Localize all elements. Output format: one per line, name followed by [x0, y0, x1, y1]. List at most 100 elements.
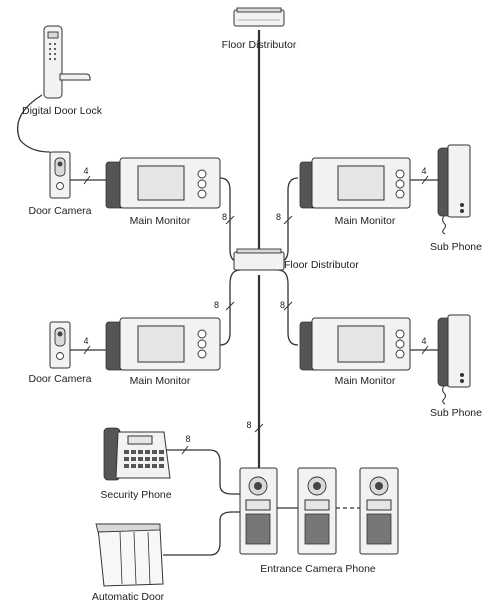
main-monitor-1: 8 Main Monitor	[105, 157, 227, 227]
sub-phone-1-cord	[442, 215, 446, 235]
security-phone-keypad	[124, 450, 164, 468]
floor-distributor-top-label: Floor Distributor	[222, 39, 297, 51]
main-monitor-4-button-1	[395, 329, 405, 339]
tick-sub-phone-2	[421, 345, 429, 355]
tick-monitor-2	[283, 215, 293, 225]
digital-door-lock-label: Digital Door Lock	[22, 105, 103, 117]
tick-door-camera-2	[83, 345, 91, 355]
security-phone-wires: 8	[185, 434, 190, 444]
security-phone-display	[127, 435, 153, 445]
security-phone-label: Security Phone	[100, 489, 171, 501]
main-monitor-2-screen	[337, 165, 385, 201]
door-lock-body	[43, 25, 63, 99]
automatic-door-frame	[97, 527, 164, 587]
entrance-panel-3	[359, 467, 399, 555]
door-camera-2-call-button	[56, 352, 64, 360]
entrance-panel-1-keypad	[245, 513, 271, 545]
floor-distributor-mid-box	[233, 251, 285, 271]
door-lock-display	[47, 31, 59, 39]
floor-distributor-mid: Floor Distributor	[233, 248, 359, 271]
door-camera-2: 4 Door Camera	[28, 321, 92, 385]
main-monitor-1-screen	[137, 165, 185, 201]
main-monitor-2: 8 Main Monitor	[276, 157, 411, 227]
entrance-panel-3-display	[366, 499, 392, 511]
sub-phone-1-button-1	[460, 203, 464, 207]
main-monitor-3-screen	[137, 325, 185, 363]
entrance-panel-2	[297, 467, 337, 555]
floor-distributor-top: Floor Distributor	[222, 7, 297, 51]
main-monitor-3-button-1	[197, 329, 207, 339]
main-monitor-4-label: Main Monitor	[335, 375, 396, 387]
main-monitor-2-button-2	[395, 179, 405, 189]
sub-phone-1-body	[447, 144, 471, 218]
main-monitor-4-screen	[337, 325, 385, 363]
wiring	[16, 30, 440, 556]
entrance-panel-3-keypad	[366, 513, 392, 545]
tick-sub-phone-1	[421, 175, 429, 185]
wire-door-lock	[16, 94, 51, 153]
door-camera-1-call-button	[56, 182, 64, 190]
door-camera-1-lens-plate	[54, 157, 66, 177]
door-camera-1-lens	[57, 161, 63, 167]
door-lock-handle	[59, 73, 91, 81]
automatic-door-panel-3	[147, 531, 151, 585]
entrance-camera-phone-label: Entrance Camera Phone	[260, 563, 376, 575]
main-monitor-3-button-3	[197, 349, 207, 359]
sub-phone-1-button-2	[460, 209, 464, 213]
main-monitor-2-label: Main Monitor	[335, 215, 396, 227]
floor-distributor-top-lid	[236, 7, 282, 13]
sub-phone-2-body	[447, 314, 471, 388]
sub-phone-2-cord	[442, 385, 446, 405]
wire-automatic-door	[163, 511, 240, 556]
main-monitor-1-button-2	[197, 179, 207, 189]
door-camera-2-lens-plate	[54, 327, 66, 347]
entrance-panel-1	[239, 467, 278, 555]
automatic-door: Automatic Door	[92, 523, 165, 603]
main-monitor-1-button-3	[197, 189, 207, 199]
tick-entrance-bus	[254, 423, 264, 433]
wire-security-phone	[165, 449, 240, 495]
door-camera-2-wires: 4	[83, 336, 88, 346]
floor-distributor-mid-lid	[236, 248, 282, 254]
door-camera-2-lens	[57, 331, 63, 337]
automatic-door-header	[95, 523, 161, 533]
main-monitor-2-button-3	[395, 189, 405, 199]
digital-door-lock: Digital Door Lock	[22, 25, 103, 117]
main-monitor-2-wires: 8	[276, 212, 281, 222]
sub-phone-2-button-1	[460, 373, 464, 377]
sub-phone-1: 4 Sub Phone	[421, 144, 482, 253]
main-monitor-3: 8 Main Monitor	[105, 300, 221, 387]
sub-phone-1-label: Sub Phone	[430, 241, 482, 253]
tick-monitor-1	[225, 215, 235, 225]
wire-monitor-3	[219, 269, 241, 346]
sub-phone-2-label: Sub Phone	[430, 407, 482, 419]
security-phone: 8 Security Phone	[100, 427, 191, 501]
automatic-door-panel-1	[119, 531, 123, 585]
main-monitor-2-button-1	[395, 169, 405, 179]
tick-monitor-3	[225, 301, 235, 311]
sub-phone-2-wires: 4	[421, 336, 426, 346]
entrance-panel-1-camera-lens	[254, 482, 262, 490]
entrance-panel-3-camera-lens	[375, 482, 383, 490]
main-monitor-3-button-2	[197, 339, 207, 349]
tick-monitor-4	[283, 301, 293, 311]
main-monitor-4-button-3	[395, 349, 405, 359]
entrance-panel-2-camera-lens	[313, 482, 321, 490]
main-monitor-1-button-1	[197, 169, 207, 179]
floor-distributor-mid-label: Floor Distributor	[284, 259, 359, 271]
entrance-camera-phone: 8 Entrance Camera Phone	[239, 420, 399, 575]
main-monitor-3-wires: 8	[214, 300, 219, 310]
main-monitor-4: 8 Main Monitor	[280, 300, 411, 387]
main-monitor-1-label: Main Monitor	[130, 215, 191, 227]
main-monitor-3-label: Main Monitor	[130, 375, 191, 387]
wire-monitor-4	[277, 269, 299, 346]
door-camera-1: 4 Door Camera	[28, 151, 92, 217]
entrance-bus-wires: 8	[246, 420, 251, 430]
door-camera-2-label: Door Camera	[28, 373, 91, 385]
sub-phone-1-wires: 4	[421, 166, 426, 176]
automatic-door-panel-2	[133, 531, 137, 585]
door-camera-1-wires: 4	[83, 166, 88, 176]
automatic-door-label: Automatic Door	[92, 591, 165, 603]
